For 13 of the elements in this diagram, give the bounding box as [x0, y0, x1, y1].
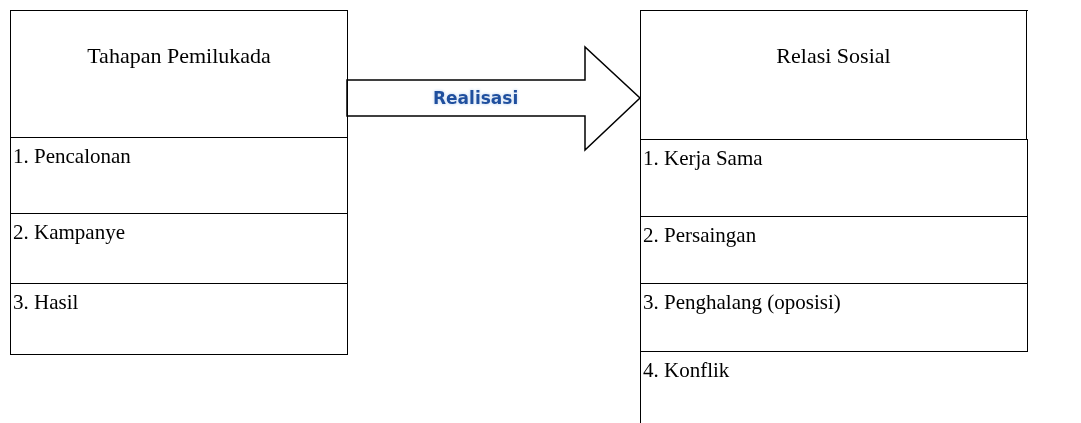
table-frame: [640, 10, 1028, 423]
block-arrow: [346, 45, 642, 152]
table-row: 1. Kerja Sama: [641, 139, 1028, 216]
table-header: Tahapan Pemilukada: [86, 42, 272, 70]
table-row: 3. Penghalang (oposisi): [641, 283, 1028, 351]
table-header: Relasi Sosial: [641, 11, 1027, 139]
table-frame: [10, 10, 348, 355]
edge-label: Realisasi: [433, 88, 519, 108]
table-row: 1. Pencalonan: [11, 137, 347, 213]
table-row: 3. Hasil: [11, 283, 347, 354]
table-row: 4. Konflik: [641, 351, 1028, 423]
table-row: 2. Kampanye: [11, 213, 347, 283]
table-row: 2. Persaingan: [641, 216, 1028, 283]
